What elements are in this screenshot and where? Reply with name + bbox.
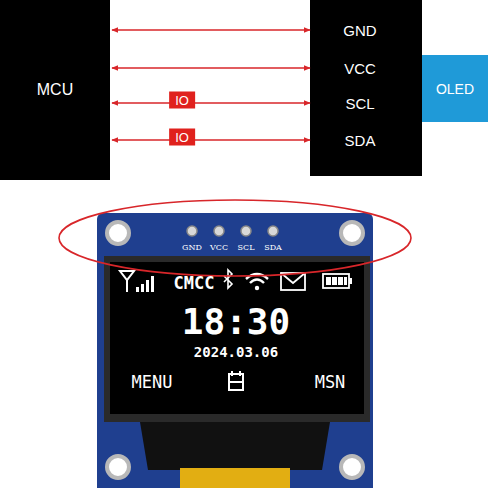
pin-name: SCL — [312, 91, 408, 115]
node-text: GND — [343, 22, 376, 39]
flex-ribbon — [180, 468, 290, 488]
pin-name: SDA — [312, 128, 408, 152]
status-icons — [120, 270, 352, 390]
node-text: SDA — [345, 132, 376, 149]
highlight-ellipse — [59, 200, 411, 276]
oled-box: OLED — [422, 55, 488, 122]
screen-glass — [104, 256, 370, 422]
screen-menu: MENU — [132, 374, 173, 391]
pin-name: GND — [312, 18, 408, 42]
screen-date: 2024.03.06 — [194, 345, 278, 359]
pin-label: SDA — [264, 244, 282, 252]
node-text: SCL — [345, 95, 374, 112]
signal-arrow — [112, 102, 310, 104]
pin-name: VCC — [312, 56, 408, 80]
screen-clock: 18:30 — [182, 304, 290, 340]
mcu-box: MCU — [0, 0, 110, 180]
panel-tail — [140, 422, 330, 470]
screen-area — [110, 262, 364, 414]
screen-text: CMCC — [174, 275, 215, 292]
node-text: MCU — [37, 81, 73, 99]
signal-arrow — [112, 29, 310, 31]
pcb-board — [97, 213, 373, 488]
screen-menu: MSN — [315, 374, 346, 391]
pin-label: SCL — [238, 244, 255, 252]
node-text: OLED — [436, 81, 474, 97]
pin-label: VCC — [210, 244, 228, 252]
io-tag: IO — [169, 129, 195, 146]
signal-arrow — [112, 67, 310, 69]
signal-arrow — [112, 139, 310, 141]
header-pad — [187, 226, 278, 236]
io-tag: IO — [169, 92, 195, 109]
node-text: VCC — [344, 60, 376, 77]
pin-panel — [310, 0, 422, 176]
pin-label: GND — [182, 244, 202, 252]
